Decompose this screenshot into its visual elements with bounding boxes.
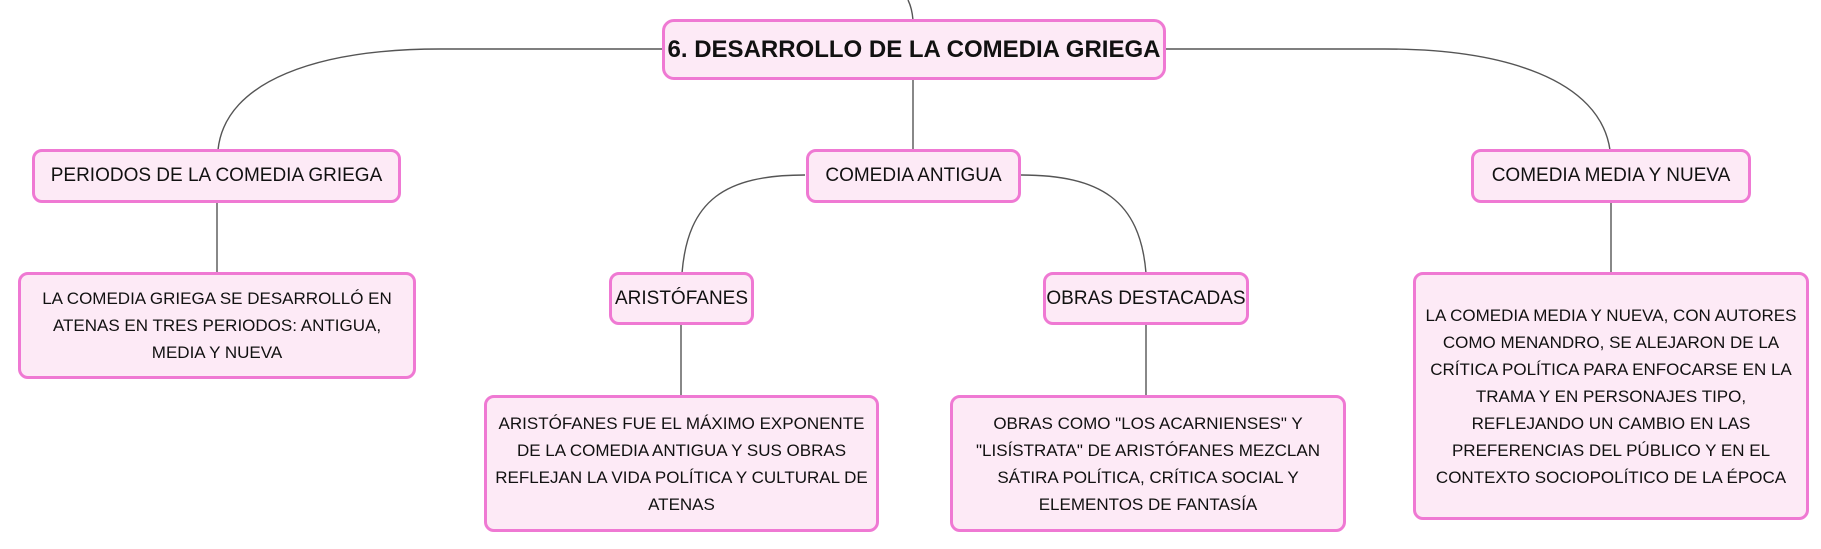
- periodos-detail-node[interactable]: LA COMEDIA GRIEGA SE DESARROLLÓ EN ATENA…: [18, 272, 416, 379]
- obras-detail-text: OBRAS COMO "LOS ACARNIENSES" Y "LISÍSTRA…: [976, 413, 1320, 514]
- periodos-node-label: PERIODOS DE LA COMEDIA GRIEGA: [50, 165, 383, 186]
- connector-root-to-periodos: [217, 48, 663, 151]
- media-nueva-detail-text: LA COMEDIA MEDIA Y NUEVA, CON AUTORES CO…: [1425, 305, 1797, 487]
- aristofanes-detail-node[interactable]: ARISTÓFANES FUE EL MÁXIMO EXPONENTE DE L…: [484, 395, 879, 532]
- aristofanes-detail-text: ARISTÓFANES FUE EL MÁXIMO EXPONENTE DE L…: [495, 413, 868, 514]
- aristofanes-node[interactable]: ARISTÓFANES: [609, 272, 754, 325]
- comedia-antigua-node[interactable]: COMEDIA ANTIGUA: [806, 149, 1021, 203]
- aristofanes-node-label: ARISTÓFANES: [614, 287, 749, 309]
- obras-destacadas-node[interactable]: OBRAS DESTACADAS: [1043, 272, 1249, 325]
- connector-antigua-to-obras: [1020, 174, 1147, 274]
- comedia-media-nueva-node[interactable]: COMEDIA MEDIA Y NUEVA: [1471, 149, 1751, 203]
- periodos-node[interactable]: PERIODOS DE LA COMEDIA GRIEGA: [32, 149, 401, 203]
- connector-antigua-to-aristofanes: [681, 174, 806, 274]
- obras-destacadas-node-label: OBRAS DESTACADAS: [1046, 287, 1246, 309]
- media-nueva-detail-node[interactable]: LA COMEDIA MEDIA Y NUEVA, CON AUTORES CO…: [1413, 272, 1809, 520]
- obras-detail-node[interactable]: OBRAS COMO "LOS ACARNIENSES" Y "LISÍSTRA…: [950, 395, 1346, 532]
- root-node[interactable]: 6. DESARROLLO DE LA COMEDIA GRIEGA: [662, 19, 1166, 80]
- connector-root-to-media-nueva: [1165, 48, 1611, 151]
- connector-root-to-parent: [907, 0, 914, 21]
- root-node-label: 6. DESARROLLO DE LA COMEDIA GRIEGA: [667, 35, 1161, 63]
- comedia-antigua-node-label: COMEDIA ANTIGUA: [825, 165, 1002, 186]
- comedia-media-nueva-node-label: COMEDIA MEDIA Y NUEVA: [1491, 165, 1731, 186]
- periodos-detail-text: LA COMEDIA GRIEGA SE DESARROLLÓ EN ATENA…: [42, 289, 392, 362]
